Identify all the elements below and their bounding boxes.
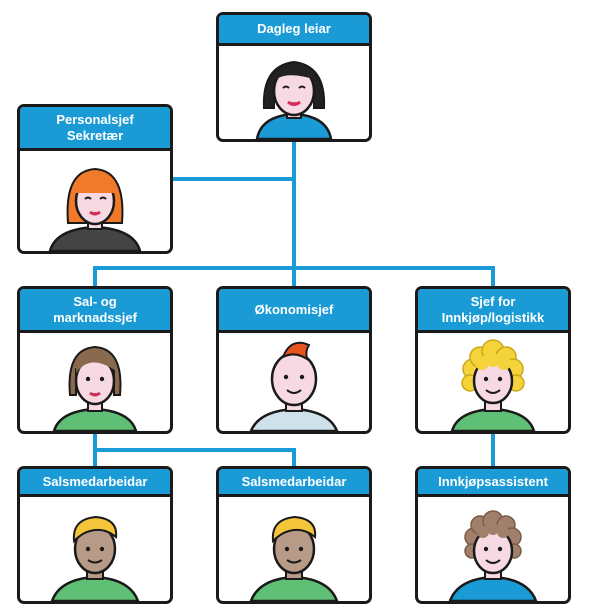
title-line-1: Salsmedarbeidar (241, 473, 347, 489)
node-dagleg-leiar: Dagleg leiar (216, 12, 372, 142)
node-title: Salsmedarbeidar (219, 469, 369, 497)
title-line-2: marknadssjef (53, 309, 137, 325)
title-line-1: Økonomisjef (254, 301, 334, 317)
title-line-2: Sekretær (66, 127, 124, 143)
node-title: Økonomisjef (219, 289, 369, 333)
node-sjef-innkjop-logistikk: Sjef for Innkjøp/logistikk (415, 286, 571, 434)
portrait-woman-brown-hair (20, 333, 170, 431)
portrait-man-blond-curls (418, 333, 568, 431)
title-line-1: Salsmedarbeidar (42, 473, 148, 489)
title-line-1: Personalsjef (56, 111, 134, 127)
node-title: Innkjøpsassistent (418, 469, 568, 497)
node-sal-og-marknadssjef: Sal- og marknadssjef (17, 286, 173, 434)
node-okonomisjef: Økonomisjef (216, 286, 372, 434)
title-line-1: Dagleg leiar (257, 21, 331, 36)
node-salsmedarbeidar-1: Salsmedarbeidar (17, 466, 173, 604)
node-title: Dagleg leiar (219, 15, 369, 46)
portrait-woman-dark-hair (219, 46, 369, 139)
portrait-man-blond-short (219, 497, 369, 601)
node-innkjopsassistent: Innkjøpsassistent (415, 466, 571, 604)
portrait-man-red-mohawk (219, 333, 369, 431)
node-title: Sjef for Innkjøp/logistikk (418, 289, 568, 333)
node-title: Sal- og marknadssjef (20, 289, 170, 333)
title-line-1: Innkjøpsassistent (438, 473, 548, 489)
portrait-person-curly-brown (418, 497, 568, 601)
node-personalsjef: Personalsjef Sekretær (17, 104, 173, 254)
title-line-1: Sal- og (73, 293, 117, 309)
title-line-2: Innkjøp/logistikk (441, 309, 545, 325)
portrait-woman-orange-hair (20, 151, 170, 251)
portrait-man-blond-short (20, 497, 170, 601)
node-title: Personalsjef Sekretær (20, 107, 170, 151)
node-salsmedarbeidar-2: Salsmedarbeidar (216, 466, 372, 604)
title-line-1: Sjef for (470, 293, 516, 309)
node-title: Salsmedarbeidar (20, 469, 170, 497)
